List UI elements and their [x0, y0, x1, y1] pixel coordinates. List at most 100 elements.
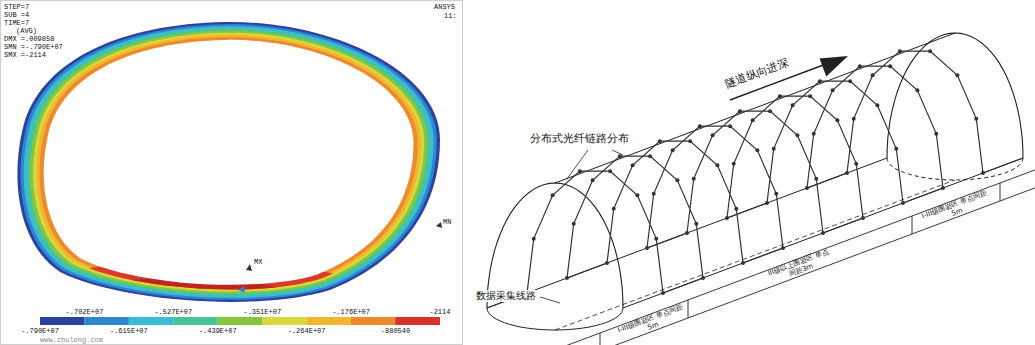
- sensor-dot: [928, 49, 932, 53]
- sensor-dot: [732, 162, 736, 166]
- sensor-dot: [692, 177, 696, 181]
- sensor-dot: [818, 79, 822, 83]
- sensor-dot: [654, 237, 658, 241]
- dimension-line: [560, 186, 1035, 345]
- sensor-dot: [894, 147, 898, 151]
- fibre-route: [487, 51, 1023, 308]
- label: STEP=7: [4, 3, 29, 11]
- sensor-dot: [701, 276, 705, 280]
- sensor-dot: [715, 163, 719, 167]
- sensor-dot: [812, 132, 816, 136]
- sensor-dot: [755, 148, 759, 152]
- label: DMX =.009858: [4, 35, 54, 43]
- sensor-dot: [831, 88, 835, 92]
- label: www.zhulong.com: [40, 336, 103, 344]
- sensor-dot: [845, 171, 849, 175]
- label: -.264E+07: [288, 327, 326, 335]
- label: (AVG): [16, 27, 37, 35]
- sensor-dot: [661, 291, 665, 295]
- sensor-dot: [675, 178, 679, 182]
- sensor-dot: [778, 94, 782, 98]
- sensor-dot: [635, 193, 639, 197]
- label: ANSYS: [434, 3, 455, 11]
- sensor-dot: [888, 64, 892, 68]
- sensor-dot: [694, 222, 698, 226]
- sensor-dot: [814, 177, 818, 181]
- sensor-dot: [631, 163, 635, 167]
- sensor-dot: [591, 178, 595, 182]
- legend-bar: [40, 317, 440, 325]
- node-marker: [238, 286, 245, 293]
- label: -.439E+07: [199, 327, 237, 335]
- sensor-dot: [848, 79, 852, 83]
- label: SUB =4: [4, 11, 29, 19]
- label: III级以上围岩区 单点间距3m: [765, 248, 836, 287]
- sensor-dot: [578, 169, 582, 173]
- sensor-dot: [852, 117, 856, 121]
- sensor-dot: [808, 94, 812, 98]
- label: SMN =-.790E+07: [4, 43, 63, 51]
- sensor-dot: [738, 109, 742, 113]
- front-section-invert: [487, 308, 623, 330]
- panel-frame: [1, 1, 463, 345]
- sensor-dot: [805, 186, 809, 190]
- sensor-dot: [768, 109, 772, 113]
- sensor-dot: [854, 162, 858, 166]
- label: -.790E+07: [21, 327, 59, 335]
- leader-line: [540, 297, 560, 303]
- label: -880540: [381, 327, 410, 335]
- sensor-dot: [532, 237, 536, 241]
- sensor-dot: [791, 103, 795, 107]
- sensor-dot: [781, 246, 785, 250]
- label: I-III级围岩区 单点间距5m: [617, 303, 688, 342]
- label: -2114: [429, 308, 450, 316]
- sensor-dot: [835, 118, 839, 122]
- sensor-dot: [688, 139, 692, 143]
- dimension-line: [560, 168, 1035, 345]
- label: SMX =-2114: [4, 51, 46, 59]
- dimension-tick: [1000, 183, 1001, 201]
- invert-line: [555, 180, 955, 330]
- leader-line: [567, 150, 588, 179]
- sensor-dot: [685, 231, 689, 235]
- label: TIME=7: [4, 19, 29, 27]
- sensor-dot: [871, 73, 875, 77]
- sensor-dot: [671, 148, 675, 152]
- sensor-dot: [821, 231, 825, 235]
- label: -.176E+07: [332, 308, 370, 316]
- sensor-dot: [728, 124, 732, 128]
- sensor-dot: [645, 246, 649, 250]
- label: -.351E+07: [243, 308, 281, 316]
- sensor-dot: [901, 201, 905, 205]
- sensor-dot: [572, 222, 576, 226]
- sensor-dot: [565, 276, 569, 280]
- back-section-invert: [887, 158, 1023, 180]
- sensor-dot: [551, 193, 555, 197]
- label: 11:: [444, 12, 457, 20]
- sensor-dot: [774, 192, 778, 196]
- sensor-dot: [981, 171, 985, 175]
- sensor-dot: [605, 261, 609, 265]
- label: -.702E+07: [66, 308, 104, 316]
- sensor-dot: [658, 139, 662, 143]
- sensor-dot: [858, 64, 862, 68]
- stress-contour: [17, 22, 440, 322]
- label: -.527E+07: [154, 308, 192, 316]
- leader-line: [612, 150, 623, 155]
- arrow-head: [820, 56, 849, 77]
- sensor-dot: [734, 207, 738, 211]
- sensor-dot: [875, 103, 879, 107]
- sensor-dot: [652, 192, 656, 196]
- label: 数据采集线路: [474, 290, 538, 302]
- max-marker: [246, 264, 252, 271]
- sensor-dot: [648, 154, 652, 158]
- back-section: [887, 33, 1023, 158]
- sensor-dot: [941, 186, 945, 190]
- min-marker: [436, 222, 442, 228]
- dimension-tick: [912, 216, 913, 234]
- dimension-tick: [688, 300, 689, 318]
- sensor-dot: [751, 118, 755, 122]
- label: -.615E+07: [110, 327, 148, 335]
- sensor-dot: [772, 147, 776, 151]
